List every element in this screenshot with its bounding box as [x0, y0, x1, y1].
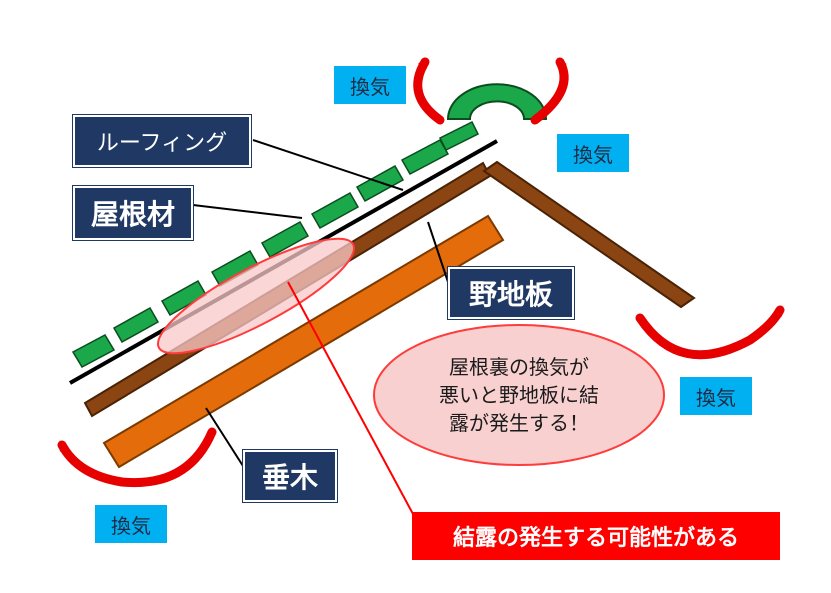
rafter-label: 垂木: [243, 450, 337, 502]
note-line-2: 悪いと野地板に結: [439, 383, 599, 407]
note-line-3: 露が発生する！: [449, 411, 589, 435]
note-line-1: 屋根裏の換気が: [449, 355, 589, 379]
ventilation-label-top-left: 換気: [334, 66, 406, 104]
note-text: 屋根裏の換気が 悪いと野地板に結 露が発生する！: [414, 353, 624, 437]
sheathing-board-right: [482, 160, 696, 309]
roofing-label: ルーフィング: [73, 115, 251, 167]
note-bubble: [373, 324, 665, 466]
ventilation-label-top-right: 換気: [557, 134, 629, 172]
rafter-beam: [102, 214, 505, 469]
vent-arrows: [57, 57, 785, 488]
sheathing-label: 野地板: [448, 267, 574, 319]
warning-leader-line: [287, 281, 414, 515]
ridge-cap: [446, 83, 548, 120]
ventilation-label-right: 換気: [680, 377, 752, 415]
ventilation-label-bottom-left: 換気: [95, 505, 167, 543]
warning-label: 結露の発生する可能性がある: [412, 512, 780, 560]
roof-material-label: 屋根材: [73, 186, 193, 240]
condensation-area: [156, 237, 356, 355]
leader-lines: [192, 139, 449, 467]
